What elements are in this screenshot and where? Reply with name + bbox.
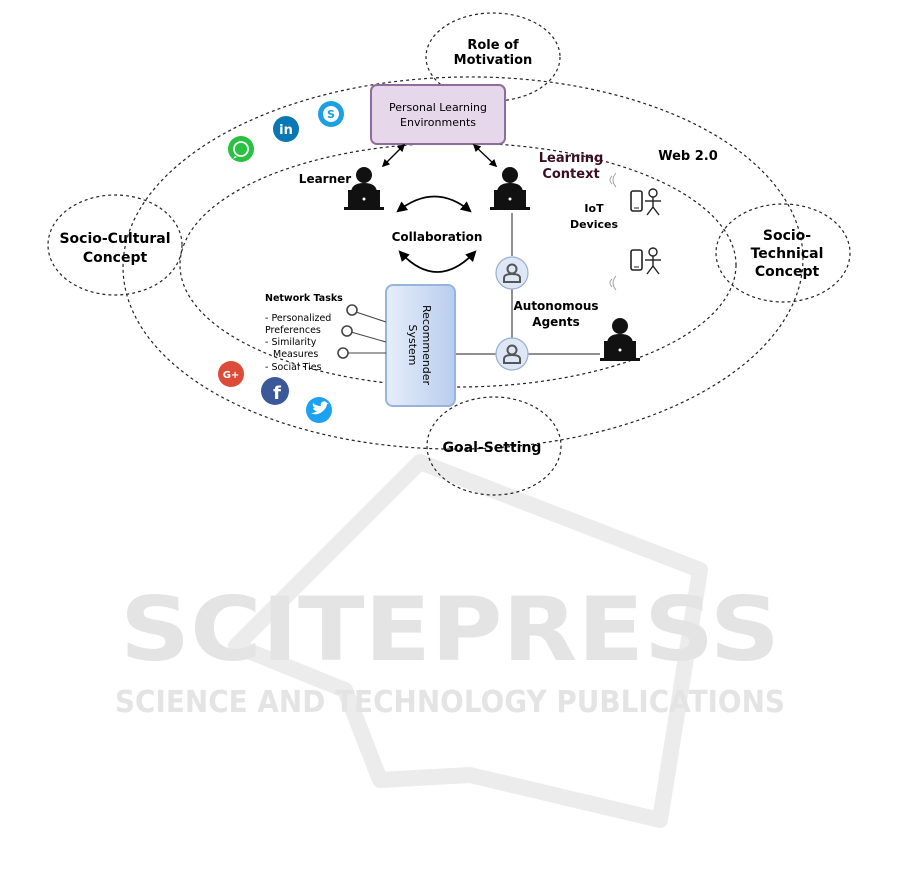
motivation-label-1: Role of — [467, 38, 519, 53]
learning-context-label-1: Learning — [539, 151, 604, 166]
iot-label-1: IoT — [584, 202, 604, 215]
facebook-icon: f — [261, 377, 289, 405]
web-label: Web 2.0 — [658, 149, 718, 164]
motivation-circle — [425, 12, 561, 102]
svg-text:S: S — [327, 108, 335, 121]
socio-cultural-label-2: Concept — [83, 250, 148, 266]
collaboration-bottom-arrow — [398, 250, 477, 273]
learning-context-label-2: Context — [542, 167, 599, 182]
context-learner-icon — [490, 167, 530, 210]
watermark-logo-outline — [228, 454, 708, 828]
agent-node-top — [495, 256, 529, 290]
svg-text:f: f — [273, 383, 281, 404]
socio-technical-label-1: Socio- — [763, 228, 811, 244]
ple-label-2: Environments — [400, 116, 476, 129]
network-task-line-2: Preferences — [265, 325, 321, 336]
ple-context-arrow — [472, 143, 498, 168]
network-task-line-5: - Social Ties — [265, 362, 322, 373]
agent-learner-icon — [600, 318, 640, 361]
ple-learner-arrow — [381, 143, 406, 168]
iot-device-user-icon-top — [630, 188, 662, 216]
whatsapp-icon — [228, 136, 254, 162]
watermark: SCITEPRESS SCIENCE AND TECHNOLOGY PUBLIC… — [115, 454, 785, 828]
twitter-icon — [306, 397, 332, 423]
recommender-label-1: Recommender — [420, 305, 433, 386]
network-task-line-4: Measures — [273, 349, 318, 360]
svg-text:in: in — [279, 123, 293, 138]
socio-technical-label-3: Concept — [755, 264, 820, 280]
network-task-line-3: - Similarity — [265, 337, 317, 348]
socio-cultural-circle — [47, 194, 183, 296]
network-tasks-title: Network Tasks — [265, 293, 343, 304]
network-port-2 — [341, 325, 353, 337]
network-task-line-1: - Personalized — [265, 313, 331, 324]
watermark-tagline: SCIENCE AND TECHNOLOGY PUBLICATIONS — [115, 685, 785, 720]
ple-box — [370, 84, 506, 145]
outer-ellipse — [122, 76, 804, 450]
agents-label-1: Autonomous — [513, 299, 598, 313]
recommender-label-2: System — [406, 324, 419, 365]
learner-label: Learner — [299, 172, 351, 186]
recommender-box — [385, 284, 456, 407]
network-port-1 — [346, 304, 358, 316]
socio-technical-label-2: Technical — [751, 246, 824, 262]
iot-label-2: Devices — [570, 218, 619, 231]
skype-icon: S — [318, 101, 344, 127]
agent-node-bottom — [495, 337, 529, 371]
google-plus-icon: G+ — [218, 361, 244, 387]
network-port-3 — [337, 347, 349, 359]
agents-label-2: Agents — [532, 315, 579, 329]
wireless-signal-icon — [609, 172, 617, 291]
collaboration-top-arrow — [396, 195, 472, 213]
motivation-label-2: Motivation — [454, 53, 533, 68]
collaboration-label: Collaboration — [392, 230, 483, 244]
socio-cultural-label-1: Socio-Cultural — [59, 231, 170, 247]
socio-technical-circle — [715, 203, 851, 303]
goal-setting-label: Goal-Setting — [443, 440, 542, 456]
goal-setting-circle — [426, 396, 562, 496]
linkedin-icon: in — [273, 116, 299, 142]
watermark-brand: SCITEPRESS — [120, 578, 780, 681]
iot-device-user-icon-bottom — [630, 247, 662, 275]
ple-label-1: Personal Learning — [389, 101, 487, 114]
svg-text:G+: G+ — [223, 370, 240, 381]
